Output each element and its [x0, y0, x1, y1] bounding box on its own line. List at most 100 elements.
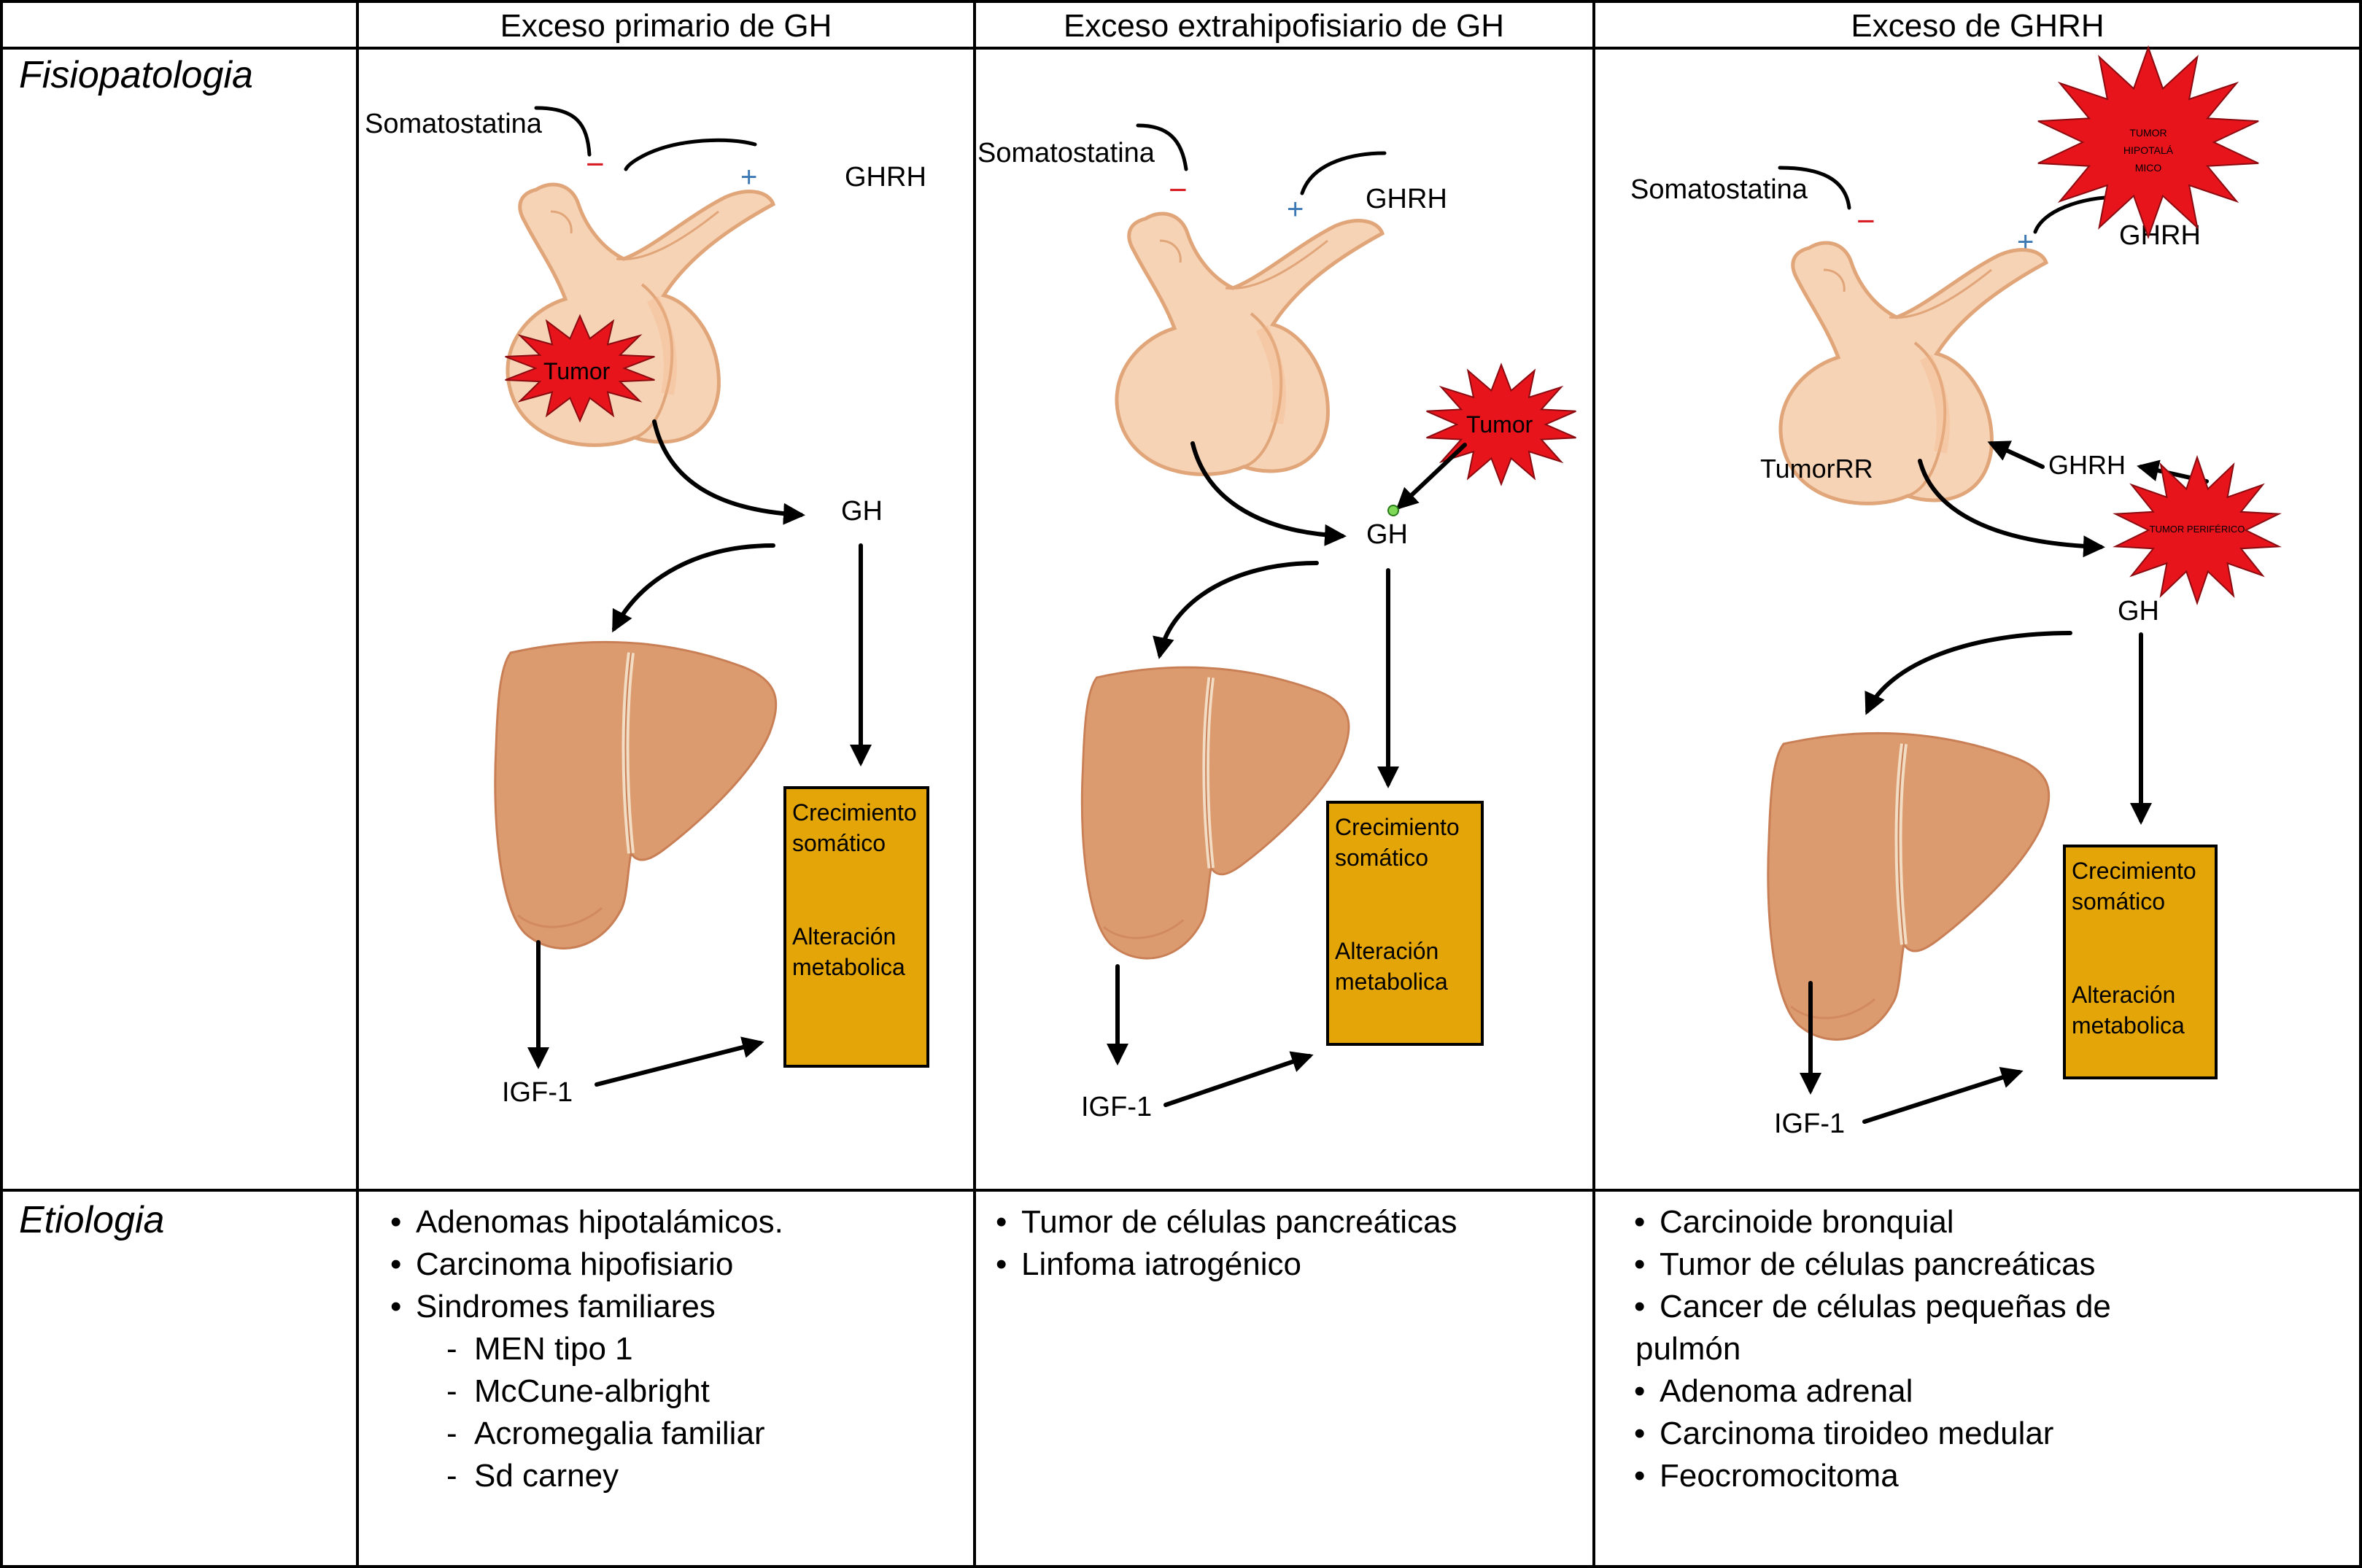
etiologia-subitem: MEN tipo 1 — [474, 1331, 633, 1367]
bullet: • — [996, 1204, 1007, 1240]
somatostatin-label: Somatostatina — [1630, 174, 1808, 205]
plus-sign: + — [1287, 193, 1304, 225]
bullet: • — [1634, 1416, 1645, 1451]
effect-box-line-3: Alteración — [1335, 938, 1439, 964]
gh-to-liver-arrow — [1865, 631, 2072, 715]
effect-box-line-1: Crecimiento — [1335, 814, 1460, 840]
etiologia-item: Feocromocitoma — [1660, 1458, 1899, 1494]
pituitary-gland — [508, 185, 773, 445]
ghrh-label: GHRH — [1366, 184, 1447, 214]
bullet: • — [1634, 1246, 1645, 1282]
pituitary-to-gh-arrow — [652, 419, 805, 525]
igf1-to-effect-arrow — [595, 1036, 764, 1087]
somatostatin-label: Somatostatina — [977, 138, 1155, 168]
peripheral-tumor-label: TUMOR PERIFÉRICO — [2150, 524, 2245, 535]
effect-box-rect — [1326, 801, 1484, 1046]
effect-box-line-2: somático — [2072, 888, 2165, 915]
hypothalamic-tumor-label-3: MICO — [2135, 162, 2162, 174]
effect-box-line-4: metabolica — [2072, 1012, 2185, 1039]
ghrh-line — [624, 138, 757, 171]
etiologia-subitem: Acromegalia familiar — [474, 1416, 765, 1451]
liver — [495, 642, 776, 948]
minus-sign: − — [586, 147, 605, 182]
bullet: • — [1634, 1204, 1645, 1240]
effect-box-line-1: Crecimiento — [792, 799, 917, 826]
etiologia-item: Tumor de células pancreáticas — [1021, 1204, 1457, 1240]
etiologia-item: Carcinoide bronquial — [1660, 1204, 1954, 1240]
pituitary-to-gh-arrow — [1190, 441, 1347, 546]
tumor-rr-label: TumorRR — [1760, 454, 1873, 484]
dash: - — [446, 1373, 457, 1409]
somatostatin-line — [1778, 166, 1851, 210]
pituitary-gland — [1117, 214, 1382, 474]
minus-sign: − — [1856, 203, 1875, 239]
dash: - — [446, 1416, 457, 1451]
igf1-label: IGF-1 — [1774, 1109, 1845, 1139]
bullet: • — [1634, 1289, 1645, 1324]
etiologia-item: Carcinoma tiroideo medular — [1660, 1416, 2053, 1451]
somatostatin-label: Somatostatina — [365, 109, 543, 139]
effect-box-line-2: somático — [1335, 845, 1428, 871]
hypothalamic-tumor-burst — [2037, 45, 2259, 239]
etiologia-item: Sindromes familiares — [416, 1289, 716, 1324]
etiologia-item: Adenomas hipotalámicos. — [416, 1204, 783, 1240]
bullet: • — [390, 1246, 401, 1282]
row-label-fisiopatologia: Fisiopatologia — [19, 54, 253, 96]
bullet: • — [996, 1246, 1007, 1282]
secretion-dot — [1387, 505, 1399, 516]
effect-box-rect — [2063, 845, 2218, 1079]
hypothalamic-tumor-label-1: TUMOR — [2129, 127, 2167, 139]
igf1-to-effect-arrow — [1862, 1067, 2024, 1124]
bullet: • — [390, 1204, 401, 1240]
etiologia-col-2: • Tumor de células pancreáticas • Linfoma i… — [996, 1204, 1457, 1282]
effect-box-line-4: metabolica — [1335, 969, 1448, 995]
etiologia-col-1: • Adenomas hipotalámicos. • Carcinoma hipof… — [390, 1204, 783, 1494]
tumor-burst — [505, 314, 655, 423]
effect-box-line-2: somático — [792, 830, 886, 856]
gh-to-liver-arrow — [612, 543, 775, 633]
hypothalamic-tumor-label-2: HIPOTALÁ — [2123, 144, 2174, 156]
column-header-2: Exceso extrahipofisiario de GH — [1064, 8, 1504, 44]
etiologia-col-3: • Carcinoide bronquial • Tumor de células p… — [1634, 1204, 2111, 1494]
etiologia-item: pulmón — [1635, 1331, 1740, 1367]
etiologia-item: Linfoma iatrogénico — [1021, 1246, 1301, 1282]
etiologia-item: Cancer de células pequeñas de — [1660, 1289, 2111, 1324]
ghrh-line — [1300, 151, 1387, 195]
gh-label: GH — [2118, 596, 2159, 626]
igf1-label: IGF-1 — [1081, 1092, 1152, 1122]
igf1-label: IGF-1 — [502, 1077, 573, 1108]
bullet: • — [390, 1289, 401, 1324]
minus-sign: − — [1169, 172, 1188, 208]
tumor-to-gh-arrow — [1395, 443, 1467, 511]
panel-ghrh-excess: Somatostatina−+GHRHTUMORHIPOTALÁMICOTumo… — [1630, 45, 2282, 1139]
etiologia-item: Tumor de células pancreáticas — [1660, 1246, 2096, 1282]
bullet: • — [1634, 1373, 1645, 1409]
ghrh-label: GHRH — [2119, 220, 2201, 251]
tumor-burst — [1426, 362, 1576, 486]
somatostatin-line — [1136, 123, 1188, 171]
pituitary-to-gh-arrow — [1918, 459, 2105, 558]
panel-primary-gh-excess: Somatostatina−+GHRHTumorGHIGF-1Crecimien… — [365, 106, 929, 1108]
plus-sign: + — [740, 161, 757, 193]
etiologia-subitem: Sd carney — [474, 1458, 619, 1494]
bullet: • — [1634, 1458, 1645, 1494]
etiologia-item: Carcinoma hipofisiario — [416, 1246, 733, 1282]
igf1-to-effect-arrow — [1163, 1051, 1314, 1107]
effect-box-line-3: Alteración — [792, 923, 896, 950]
etiologia-subitem: McCune-albright — [474, 1373, 710, 1409]
dash: - — [446, 1458, 457, 1494]
tumor-label: Tumor — [1466, 411, 1533, 438]
effect-box-line-4: metabolica — [792, 954, 905, 980]
gh-label: GH — [841, 496, 883, 527]
effect-box-line-1: Crecimiento — [2072, 858, 2196, 884]
effect-box-line-3: Alteración — [2072, 982, 2175, 1008]
gh-label: GH — [1366, 519, 1408, 550]
etiologia-item: Adenoma adrenal — [1660, 1373, 1913, 1409]
ghrh-label-peripheral: GHRH — [2048, 450, 2126, 480]
